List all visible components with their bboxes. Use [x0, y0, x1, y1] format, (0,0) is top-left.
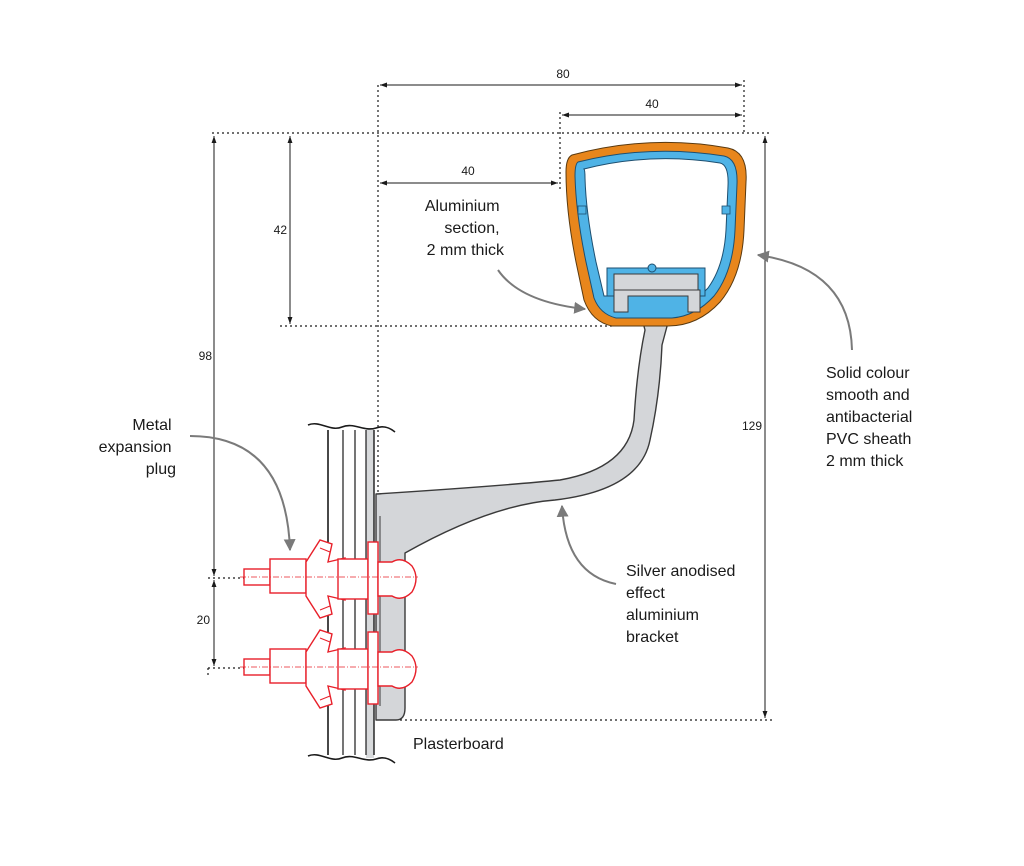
dim-129-label: 129: [742, 419, 762, 433]
dim-20-label: 20: [197, 613, 211, 627]
expansion-plug-upper: [240, 539, 418, 619]
callout-arrow-plug: [189, 435, 296, 552]
handrail-section: [565, 141, 747, 327]
dimension-40-projection: 40: [380, 164, 558, 186]
bracket-body: [375, 299, 671, 721]
dimension-129: 129: [742, 136, 768, 718]
profile-hollow: [583, 158, 729, 297]
label-expansion-plug: Metal expansion plug: [99, 417, 176, 478]
expansion-plug-lower: [240, 629, 418, 709]
dimension-42: 42: [274, 136, 293, 324]
dim-42-label: 42: [274, 223, 288, 237]
callout-arrow-pvc: [756, 250, 853, 351]
dim-40-top-label: 40: [645, 97, 659, 111]
label-aluminium-section: Aluminium section, 2 mm thick: [425, 198, 505, 259]
label-plasterboard: Plasterboard: [413, 736, 504, 753]
callout-arrow-bracket: [556, 504, 617, 585]
label-pvc-sheath: Solid colour smooth and antibacterial PV…: [826, 365, 917, 470]
label-bracket: Silver anodised effect aluminium bracket: [626, 563, 740, 646]
dimension-98: 98: [199, 136, 217, 576]
dimension-80: 80: [380, 67, 742, 88]
dim-98-label: 98: [199, 349, 213, 363]
dim-40-projection-label: 40: [461, 164, 475, 178]
dimension-40-top: 40: [562, 97, 742, 118]
aluminium-bracket: [375, 299, 671, 721]
dimension-20: 20: [197, 580, 217, 666]
callout-arrow-aluminium: [497, 269, 587, 314]
dim-80-label: 80: [556, 67, 570, 81]
